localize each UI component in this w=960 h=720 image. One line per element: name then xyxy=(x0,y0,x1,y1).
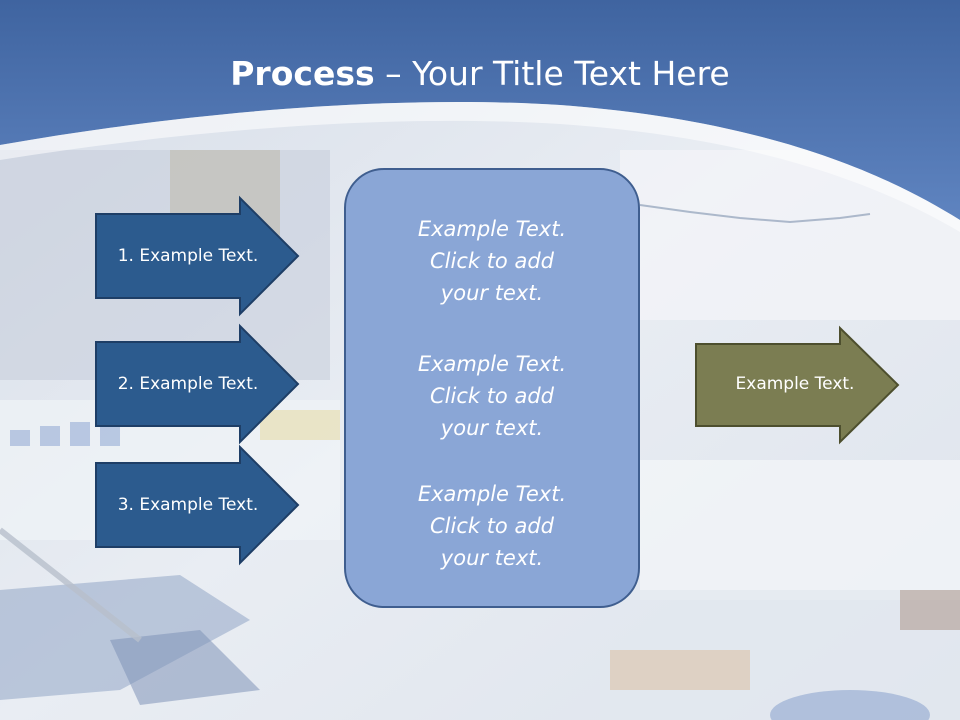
center-block-3-line2: Click to add xyxy=(429,514,554,538)
center-block-2-line2: Click to add xyxy=(429,384,554,408)
right-arrow[interactable] xyxy=(695,325,900,445)
left-arrow-1-label: 1. Example Text. xyxy=(117,246,259,266)
center-block-3[interactable]: Example Text. Click to add your text. xyxy=(344,478,640,574)
center-block-1[interactable]: Example Text. Click to add your text. xyxy=(344,213,640,309)
center-block-2-line3: your text. xyxy=(440,416,544,440)
center-block-3-line1: Example Text. xyxy=(417,482,567,506)
left-arrow-3-label: 3. Example Text. xyxy=(117,495,259,515)
center-block-2-line1: Example Text. xyxy=(417,352,567,376)
center-block-1-line3: your text. xyxy=(440,281,544,305)
left-arrow-3[interactable] xyxy=(95,444,300,566)
right-arrow-label: Example Text. xyxy=(735,374,855,394)
center-text-box[interactable] xyxy=(344,168,640,608)
left-arrow-2[interactable] xyxy=(95,323,300,445)
title-bold: Process xyxy=(230,54,375,93)
left-arrow-2-label: 2. Example Text. xyxy=(117,374,259,394)
title-rest: – Your Title Text Here xyxy=(374,54,730,93)
left-arrow-1[interactable] xyxy=(95,195,300,317)
slide-title: Process – Your Title Text Here xyxy=(0,52,960,96)
center-block-1-line2: Click to add xyxy=(429,249,554,273)
center-block-2[interactable]: Example Text. Click to add your text. xyxy=(344,348,640,444)
center-block-3-line3: your text. xyxy=(440,546,544,570)
center-block-1-line1: Example Text. xyxy=(417,217,567,241)
